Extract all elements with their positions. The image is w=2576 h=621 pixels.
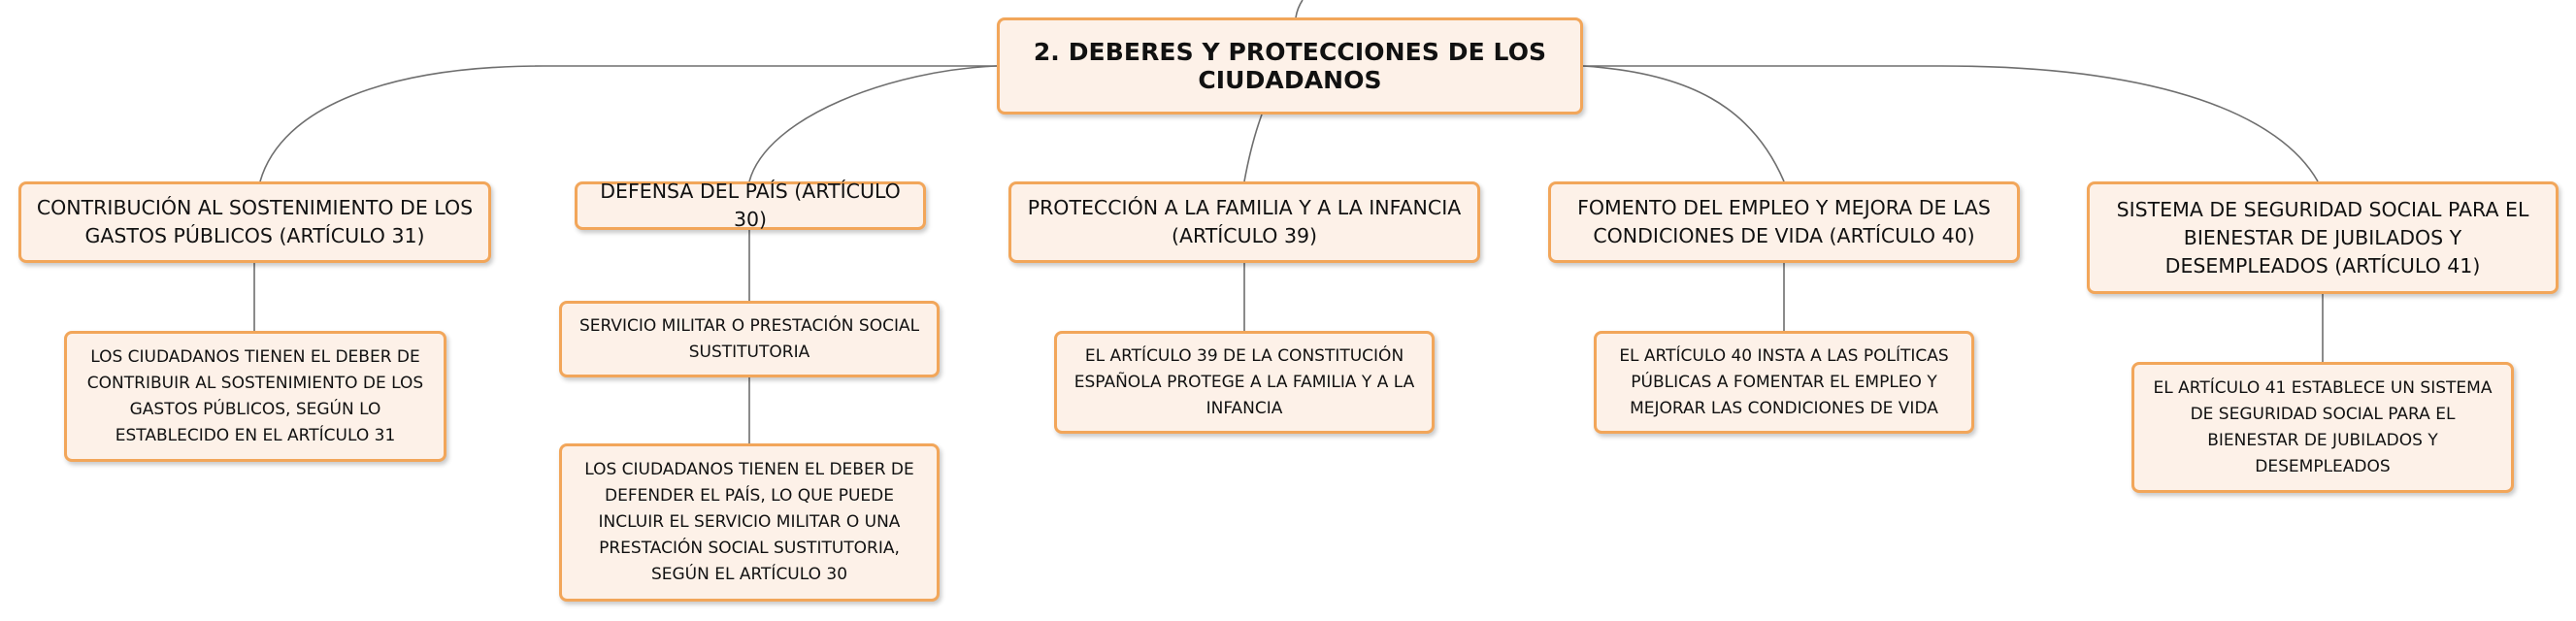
branch-node-article-41[interactable]: SISTEMA DE SEGURIDAD SOCIAL PARA EL BIEN…	[2087, 181, 2559, 294]
leaf-node-military-service[interactable]: SERVICIO MILITAR O PRESTACIÓN SOCIAL SUS…	[559, 301, 940, 377]
connector-root-to-branch-4	[1582, 65, 1785, 182]
branch-text: CONTRIBUCIÓN AL SOSTENIMIENTO DE LOS GAS…	[36, 196, 474, 247]
connector-from-parent	[1295, 0, 1304, 18]
branch-node-article-31[interactable]: CONTRIBUCIÓN AL SOSTENIMIENTO DE LOS GAS…	[18, 181, 491, 263]
root-topic-node[interactable]: 2. DEBERES Y PROTECCIONES DE LOS CIUDADA…	[997, 17, 1583, 114]
leaf-node-article-41[interactable]: EL ARTÍCULO 41 ESTABLECE UN SISTEMA DE S…	[2131, 362, 2514, 493]
leaf-text: EL ARTÍCULO 40 INSTA A LAS POLÍTICAS PÚB…	[1619, 345, 1949, 418]
leaf-node-article-30[interactable]: LOS CIUDADANOS TIENEN EL DEBER DE DEFEND…	[559, 443, 940, 602]
leaf-node-article-40[interactable]: EL ARTÍCULO 40 INSTA A LAS POLÍTICAS PÚB…	[1594, 331, 1974, 434]
branch-text: PROTECCIÓN A LA FAMILIA Y A LA INFANCIA …	[1027, 196, 1462, 247]
branch-text: FOMENTO DEL EMPLEO Y MEJORA DE LAS CONDI…	[1577, 196, 1991, 247]
branch-node-article-39[interactable]: PROTECCIÓN A LA FAMILIA Y A LA INFANCIA …	[1008, 181, 1480, 263]
leaf-text: EL ARTÍCULO 39 DE LA CONSTITUCIÓN ESPAÑO…	[1073, 345, 1415, 418]
connector-root-to-branch-3	[1243, 114, 1263, 182]
branch-text: DEFENSA DEL PAÍS (ARTÍCULO 30)	[600, 180, 901, 231]
connector-root-to-branch-1	[259, 65, 997, 182]
leaf-text: SERVICIO MILITAR O PRESTACIÓN SOCIAL SUS…	[578, 315, 920, 362]
connector-root-to-branch-5	[1583, 65, 2319, 182]
connector-root-to-branch-2	[748, 65, 998, 182]
branch-text: SISTEMA DE SEGURIDAD SOCIAL PARA EL BIEN…	[2116, 197, 2529, 278]
leaf-text: EL ARTÍCULO 41 ESTABLECE UN SISTEMA DE S…	[2153, 377, 2493, 476]
leaf-text: LOS CIUDADANOS TIENEN EL DEBER DE CONTRI…	[86, 346, 424, 445]
leaf-node-article-39[interactable]: EL ARTÍCULO 39 DE LA CONSTITUCIÓN ESPAÑO…	[1054, 331, 1435, 434]
branch-node-article-40[interactable]: FOMENTO DEL EMPLEO Y MEJORA DE LAS CONDI…	[1548, 181, 2020, 263]
root-topic-text: 2. DEBERES Y PROTECCIONES DE LOS CIUDADA…	[1033, 38, 1547, 94]
branch-node-article-30[interactable]: DEFENSA DEL PAÍS (ARTÍCULO 30)	[575, 180, 926, 231]
leaf-text: LOS CIUDADANOS TIENEN EL DEBER DE DEFEND…	[584, 460, 914, 584]
leaf-node-article-31[interactable]: LOS CIUDADANOS TIENEN EL DEBER DE CONTRI…	[64, 331, 446, 462]
